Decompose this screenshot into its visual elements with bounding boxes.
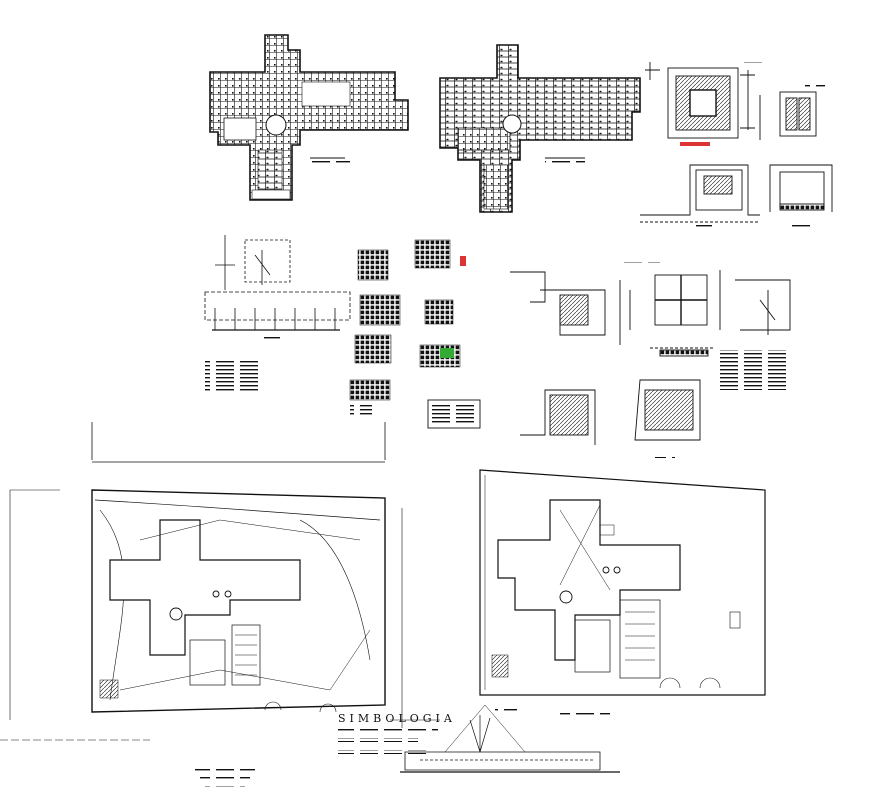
single-line-diagram — [204, 235, 351, 392]
transformer-room-top — [640, 62, 833, 227]
simbologia-title: SIMBOLOGIA — [338, 712, 456, 725]
transformer-room-middle — [510, 262, 791, 458]
floor-plan-1 — [209, 34, 409, 201]
site-plan-general — [479, 469, 766, 716]
site-plan-electrical — [0, 422, 440, 789]
legend-tables — [349, 239, 481, 429]
building-elevation — [400, 704, 620, 773]
symbol-legend — [338, 728, 438, 754]
floor-plan-2 — [439, 44, 641, 213]
